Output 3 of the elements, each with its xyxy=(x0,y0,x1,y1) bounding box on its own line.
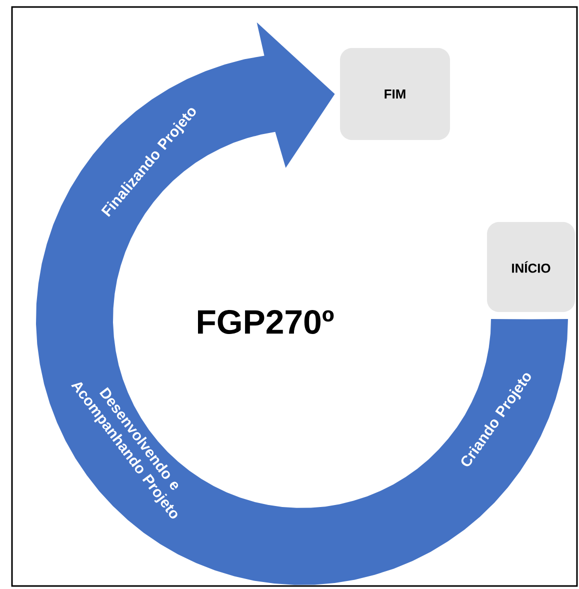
rounded-box: INÍCIO xyxy=(487,222,575,312)
center-title: FGP270º xyxy=(198,310,334,334)
rounded-box: FIM xyxy=(340,48,450,140)
